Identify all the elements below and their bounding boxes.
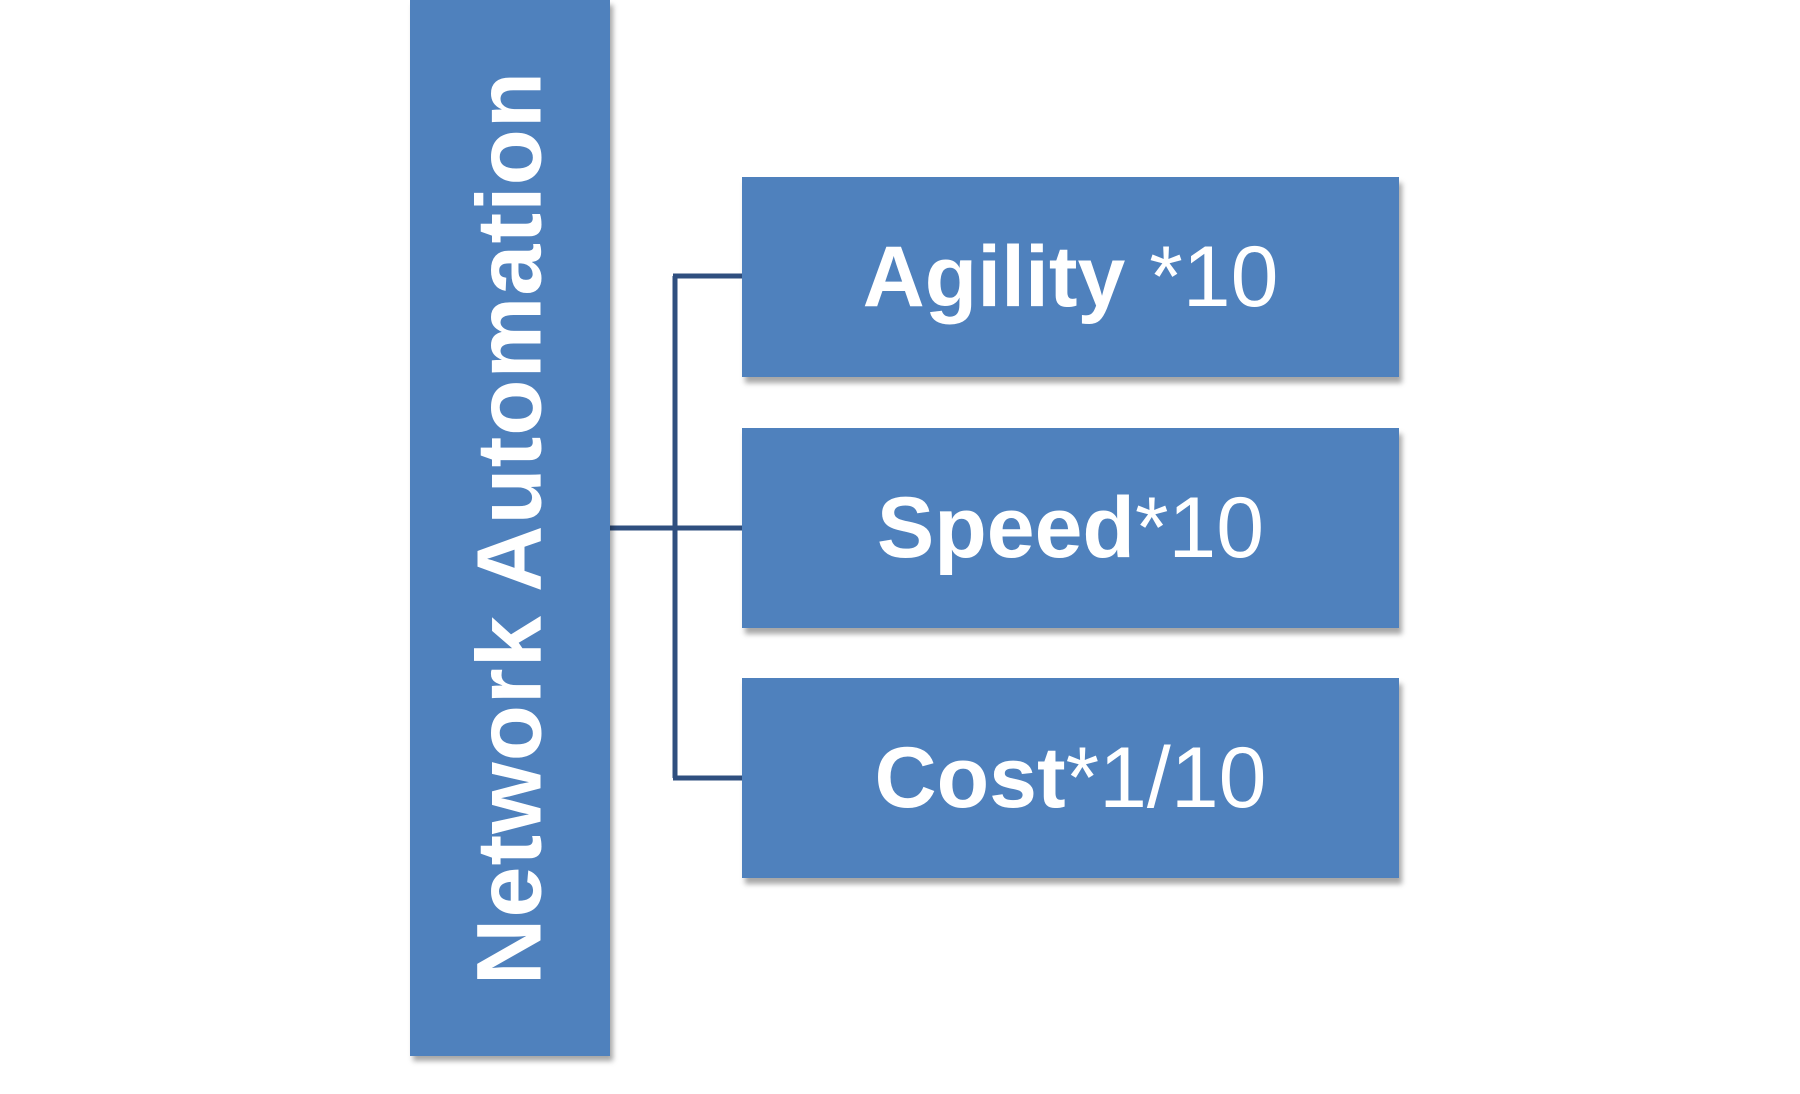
child-label-speed: Speed*10 xyxy=(877,479,1264,578)
child-node-agility: Agility *10 xyxy=(742,177,1399,377)
child-name-speed: Speed xyxy=(876,479,1135,576)
child-multiplier-agility: *10 xyxy=(1125,228,1279,325)
child-multiplier-speed: *10 xyxy=(1134,479,1265,576)
child-multiplier-cost: *1/10 xyxy=(1065,729,1267,826)
root-label: Network Automation xyxy=(458,70,561,986)
child-node-speed: Speed*10 xyxy=(742,428,1399,628)
child-node-cost: Cost*1/10 xyxy=(742,678,1399,878)
child-name-agility: Agility xyxy=(862,228,1126,325)
child-label-cost: Cost*1/10 xyxy=(875,729,1267,828)
child-name-cost: Cost xyxy=(874,729,1066,826)
child-label-agility: Agility *10 xyxy=(863,228,1279,327)
root-node: Network Automation xyxy=(410,0,610,1056)
